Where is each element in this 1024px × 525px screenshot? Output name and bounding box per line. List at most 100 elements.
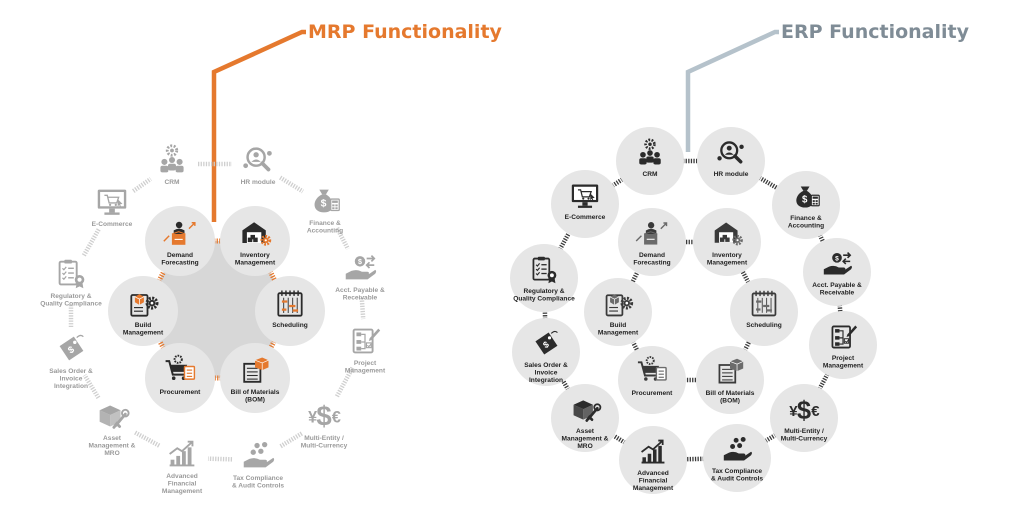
erp-reg-label: Regulatory &Quality Compliance [513,288,575,302]
connector-link [817,373,830,390]
mrp-outer-node-ecom: E-Commerce [92,189,133,228]
rising-chart-icon [169,440,195,467]
connector-link [132,177,152,193]
erp-tax-label: Tax Compliance& Audit Controls [711,468,763,482]
connector-link [156,269,167,283]
connector-link [279,431,303,449]
erp-acct-label: Acct. Payable &Receivable [812,282,862,296]
erp-advfin-circle [619,426,687,494]
erp-core-node-bom: Bill of Materials(BOM) [696,346,764,414]
mrp-ecom-label: E-Commerce [92,221,133,228]
price-tag-icon: $ [535,330,558,355]
hand-money-icon: $ [823,251,852,275]
erp-scheduling-circle [730,278,798,346]
connector-link [267,270,278,282]
erp-reg-circle [510,244,578,312]
connector-link [207,456,233,462]
connector-link [279,175,304,194]
people-gear-icon [639,138,661,165]
checklist-badge-icon [532,256,557,284]
erp-hr-circle [697,127,765,195]
mrp-core-node-procurement: Procurement [145,343,215,413]
mrp-outer-node-finance: $Finance &Accounting [307,189,343,234]
mrp-core-node-bom: Bill of Materials(BOM) [220,343,290,413]
erp-bom-label: Bill of Materials(BOM) [706,390,755,404]
mrp-multi-label: Multi-Entity /Multi-Currency [301,435,348,449]
connector-link [817,234,826,243]
forecast-chart-icon [635,222,668,245]
svg-text:€: € [811,403,820,420]
mrp-crm-label: CRM [164,179,180,186]
svg-text:$: $ [321,199,327,210]
mrp-outer-node-acct: $Acct. Payable &Receivable [335,255,385,301]
erp-scheduling-label: Scheduling [746,322,782,329]
mrp-bom-circle [220,343,290,413]
erp-project-circle [809,311,877,379]
erp-outer-node-multi: ¥$€Multi-Entity /Multi-Currency [770,384,838,452]
box-wrench-icon [99,405,130,429]
shopping-cart-icon [637,356,667,381]
mrp-title: MRP Functionality [308,21,503,43]
mrp-scheduling-circle [255,276,325,346]
checklist-badge-icon [58,259,85,289]
people-gear-icon [160,144,184,173]
document-box-icon [243,357,269,383]
erp-outer-node-crm: CRM [616,127,684,195]
erp-outer-node-tax: Tax Compliance& Audit Controls [703,424,771,492]
svg-text:€: € [332,409,341,427]
clipboard-gear-icon [130,294,159,317]
erp-build-circle [584,278,652,346]
erp-finance-label: Finance &Accounting [788,215,824,229]
mrp-outer-node-crm: CRM [160,144,184,186]
svg-text:$: $ [358,258,362,266]
calendar-icon [277,290,303,317]
magnifier-person-icon [717,141,744,164]
shopping-cart-icon [165,354,196,380]
connector-link [611,177,624,188]
erp-crm-label: CRM [642,171,658,178]
document-box-icon [718,358,744,384]
erp-outer-node-finance: $ Finance &Accounting [772,171,840,239]
magnifier-person-icon [243,147,272,172]
connector-link [631,341,639,351]
mrp-hr-label: HR module [241,179,276,186]
rising-chart-icon [641,439,665,464]
connector-link [560,379,571,391]
connector-link [558,231,571,251]
currency-symbols-icon: ¥$€ [308,401,341,432]
connector-link [334,366,355,399]
erp-procurement-label: Procurement [632,390,673,397]
warehouse-gear-icon [714,222,743,246]
mrp-bom-label: Bill of Materials(BOM) [231,389,280,403]
erp-outer-connectors [542,158,843,462]
monitor-cart-icon [571,184,599,208]
warehouse-gear-icon [242,222,272,246]
clipboard-gear-icon [605,294,634,317]
mrp-outer-node-tax: Tax Compliance& Audit Controls [232,441,284,489]
svg-text:¥: ¥ [789,403,798,420]
mrp-tax-label: Tax Compliance& Audit Controls [232,475,284,489]
connector-link [359,297,366,320]
hand-coins-icon [723,436,752,461]
svg-text:$: $ [802,194,808,205]
